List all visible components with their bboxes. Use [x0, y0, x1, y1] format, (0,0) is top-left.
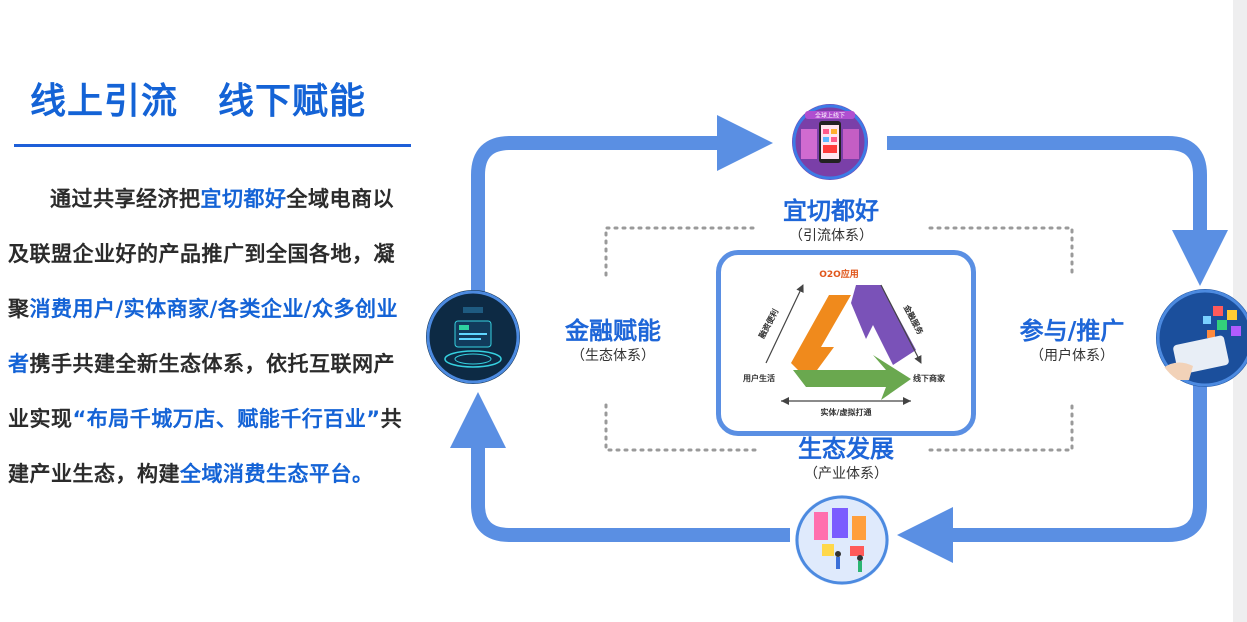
shopping-bag-pink [814, 512, 828, 540]
shop-app-picture: 全球上线下 [792, 104, 868, 180]
node-right-tablet [1155, 288, 1247, 388]
label-right: 参与/推广 （用户体系） [1010, 316, 1134, 366]
shop-stall-right [843, 129, 859, 159]
retail-scene-picture [795, 495, 889, 585]
headline: 线上引流线下赋能 [30, 72, 366, 124]
body-seg2: 宜切都好 [200, 187, 287, 211]
tablet-apps-picture [1156, 289, 1247, 387]
cycle-right-label: 线下商家 [913, 373, 946, 383]
upper-left-arrow [765, 284, 804, 364]
label-top-sub: （引流体系） [789, 228, 873, 244]
data-screen-picture [426, 290, 520, 384]
ring-arrow-bottom-left [450, 392, 790, 542]
orange-band [791, 295, 851, 381]
bottom-arrow-head-left [781, 397, 789, 405]
label-bottom-main: 生态发展 [798, 434, 894, 463]
dotted-bracket-top-left [604, 226, 757, 277]
node-left-data-screen [425, 289, 521, 385]
cycle-bottom-label: 实体/虚拟打通 [821, 407, 872, 417]
cycle-left-label: 用户生活 [742, 373, 775, 383]
node-top-shop-app: 全球上线下 [791, 103, 869, 181]
headline-part2: 线下赋能 [218, 81, 367, 122]
body-seg6: “布局千城万店、赋能千行百业” [72, 407, 381, 431]
ring-arrow-top-right [887, 136, 1228, 286]
body-seg3: 全域电商以及联盟企业好的产品推广到全国各地，凝聚 [8, 187, 395, 321]
green-band [793, 355, 911, 400]
cycle-top-label: O2O应用 [819, 268, 859, 280]
label-left-main: 金融赋能 [565, 316, 661, 345]
dotted-bracket-bottom-left [604, 403, 757, 452]
cycle-upper-left-label: 融资便利 [756, 307, 780, 340]
purple-band [851, 285, 916, 365]
ring-arrow-top-left [471, 115, 773, 330]
dotted-bracket-top-right [928, 226, 1074, 277]
label-right-sub: （用户体系） [1030, 348, 1114, 364]
gift-box [822, 544, 834, 556]
bottom-arrow-head-right [903, 397, 911, 405]
shopping-bag-purple [832, 508, 848, 538]
upper-right-arrow [880, 284, 922, 364]
label-left: 金融赋能 （生态体系） [558, 316, 668, 366]
body-seg1: 通过共享经济把 [50, 187, 201, 211]
node-top-banner-text: 全球上线下 [815, 112, 845, 120]
center-cycle-box: O2O应用 融资便利 金融服务 用户生活 线下商家 实体/虚拟打通 [716, 250, 976, 436]
label-top-main: 宜切都好 [783, 196, 879, 225]
shop-stall-left [801, 129, 817, 159]
label-bottom-sub: （产业体系） [804, 466, 888, 482]
body-seg7: 共建产业生态，构建 [8, 407, 403, 486]
dotted-bracket-bottom-right [928, 403, 1074, 452]
body-seg8: 全域消费生态平台。 [180, 462, 374, 486]
label-bottom: 生态发展 （产业体系） [791, 434, 901, 484]
label-top: 宜切都好 （引流体系） [781, 196, 881, 246]
headline-part1: 线上引流 [30, 81, 179, 122]
label-left-sub: （生态体系） [571, 348, 655, 364]
body-seg4: 消费用户/实体商家/各类企业/众多创业者 [8, 297, 399, 376]
body-seg5: 携手共建全新生态体系，依托互联网产业实现 [8, 352, 395, 431]
shopping-bag-orange [852, 516, 866, 540]
ring-arrow-bottom-right [897, 385, 1207, 563]
body-paragraph: 通过共享经济把宜切都好全域电商以及联盟企业好的产品推广到全国各地，凝聚消费用户/… [8, 172, 413, 502]
label-right-main: 参与/推广 [1019, 316, 1125, 345]
title-underline [14, 144, 411, 147]
node-bottom-retail [794, 494, 890, 586]
recycle-triangle-graphic: O2O应用 融资便利 金融服务 用户生活 线下商家 实体/虚拟打通 [742, 268, 946, 417]
